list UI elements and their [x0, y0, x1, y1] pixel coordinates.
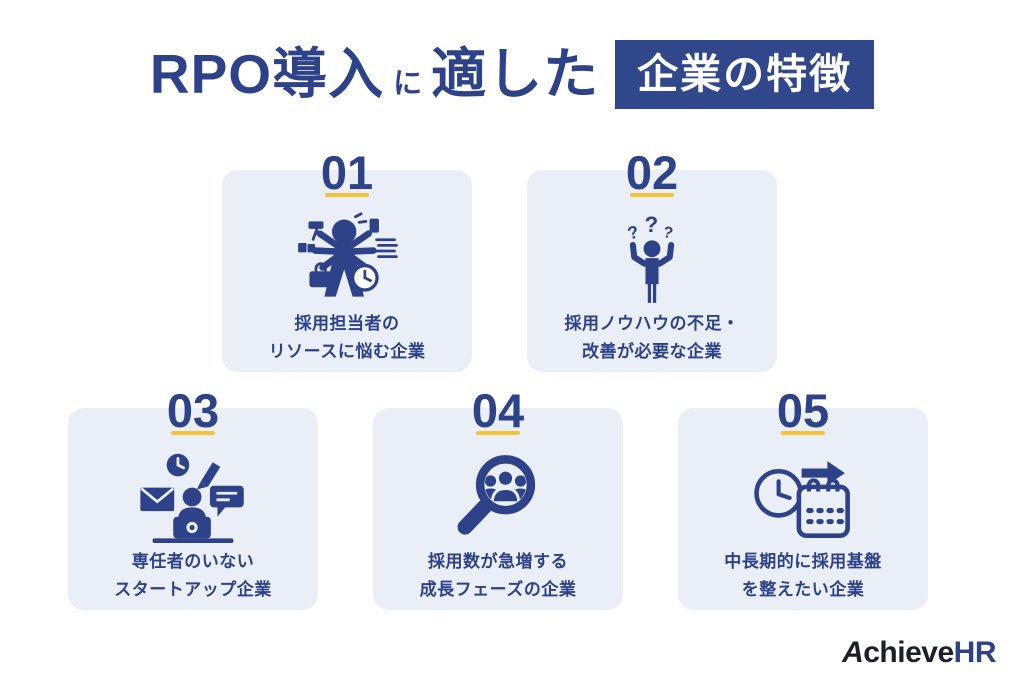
logo-hr-text: HR	[953, 636, 997, 669]
solo-worker-laptop-tasks-icon	[140, 453, 244, 544]
svg-text:?: ?	[645, 212, 659, 237]
card-caption: 中長期的に採用基盤 を整えたい企業	[678, 548, 928, 604]
caption-line2: スタートアップ企業	[114, 580, 272, 599]
card-caption: 採用数が急増する 成長フェーズの企業	[373, 548, 623, 604]
feature-card-01: 01	[222, 149, 472, 372]
caption-line2: 改善が必要な企業	[582, 342, 722, 361]
title-part1: RPO導入	[149, 42, 385, 105]
icon-box-01	[222, 210, 472, 308]
card-caption: 採用ノウハウの不足・ 改善が必要な企業	[527, 310, 777, 366]
card-number: 03	[166, 384, 220, 437]
yellow-underline	[325, 193, 369, 197]
caption-line2: リソースに悩む企業	[268, 342, 426, 361]
card-caption: 採用担当者の リソースに悩む企業	[222, 310, 472, 366]
page-title: RPO導入 に 適した 企業の特徴	[0, 40, 1024, 109]
caption-line2: 成長フェーズの企業	[419, 580, 577, 599]
caption-line1: 採用担当者の	[294, 314, 400, 333]
yellow-underline	[781, 431, 825, 435]
caption-line1: 中長期的に採用基盤	[724, 552, 882, 571]
icon-box-02: ? ? ?	[527, 210, 777, 308]
title-badge: 企業の特徴	[615, 40, 875, 109]
clock-calendar-arrow-icon	[754, 461, 850, 538]
card-number: 02	[625, 146, 679, 199]
svg-text:?: ?	[661, 224, 674, 243]
feature-card-03: 03 専任者のいない スタートアップ企業	[68, 387, 318, 610]
logo-achieve-text: Achieve	[842, 636, 954, 669]
yellow-underline	[171, 431, 215, 435]
icon-box-03	[68, 448, 318, 546]
caption-line1: 採用数が急増する	[428, 552, 568, 571]
card-number: 05	[776, 384, 830, 437]
title-part2: 適した	[431, 42, 600, 105]
feature-card-05: 05 中長期的に採用基盤 を整えたい企業	[678, 387, 928, 610]
icon-box-05	[678, 448, 928, 546]
svg-text:?: ?	[625, 222, 640, 244]
magnifier-people-icon	[457, 455, 536, 535]
card-caption: 専任者のいない スタートアップ企業	[68, 548, 318, 604]
achievehr-logo: AchieveHR	[842, 638, 996, 668]
card-number: 01	[320, 146, 374, 199]
feature-card-04: 04 採用数が急増する 成長フェーズの企業	[373, 387, 623, 610]
confused-person-question-marks-icon: ? ? ?	[625, 212, 675, 303]
caption-line2: を整えたい企業	[741, 580, 865, 599]
icon-box-04	[373, 448, 623, 546]
yellow-underline	[476, 431, 520, 435]
caption-line1: 採用ノウハウの不足・	[564, 314, 740, 333]
title-text: RPO導入 に 適した	[150, 43, 599, 106]
feature-card-02: 02 ? ? ? 採用ノウハウの不足・ 改善が必要な企業	[527, 149, 777, 372]
yellow-underline	[630, 193, 674, 197]
busy-multitasking-person-icon	[298, 212, 398, 297]
caption-line1: 専任者のいない	[131, 552, 255, 571]
title-particle: に	[393, 67, 423, 100]
card-number: 04	[471, 384, 525, 437]
